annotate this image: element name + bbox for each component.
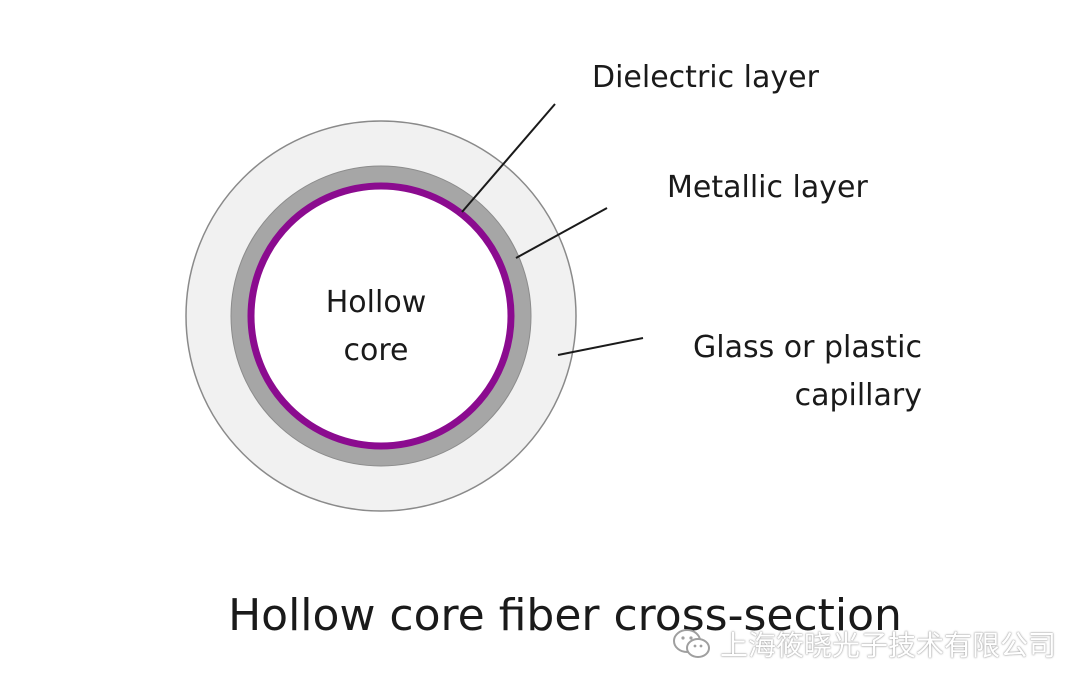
hollow-core-label: Hollow core [296, 279, 456, 375]
metallic-layer-label: Metallic layer [667, 170, 868, 205]
dielectric-leader-line [461, 103, 556, 213]
capillary-label-line2: capillary [794, 378, 922, 413]
wechat-icon [672, 627, 712, 661]
hollow-core-label-line1: Hollow [325, 285, 427, 320]
metallic-leader-line [515, 207, 608, 259]
watermark-text: 上海筱晓光子技术有限公司 [720, 629, 1057, 662]
capillary-leader-line [557, 337, 644, 356]
dielectric-layer-label: Dielectric layer [592, 60, 819, 95]
capillary-label: Glass or plastic capillary [672, 324, 922, 420]
diagram-title: Hollow core fiber cross-section [228, 590, 902, 641]
hollow-core [255, 190, 507, 442]
watermark: 上海筱晓光子技术有限公司 [672, 626, 1056, 662]
capillary-label-line1: Glass or plastic [693, 330, 922, 365]
hollow-core-label-line2: core [343, 333, 409, 368]
